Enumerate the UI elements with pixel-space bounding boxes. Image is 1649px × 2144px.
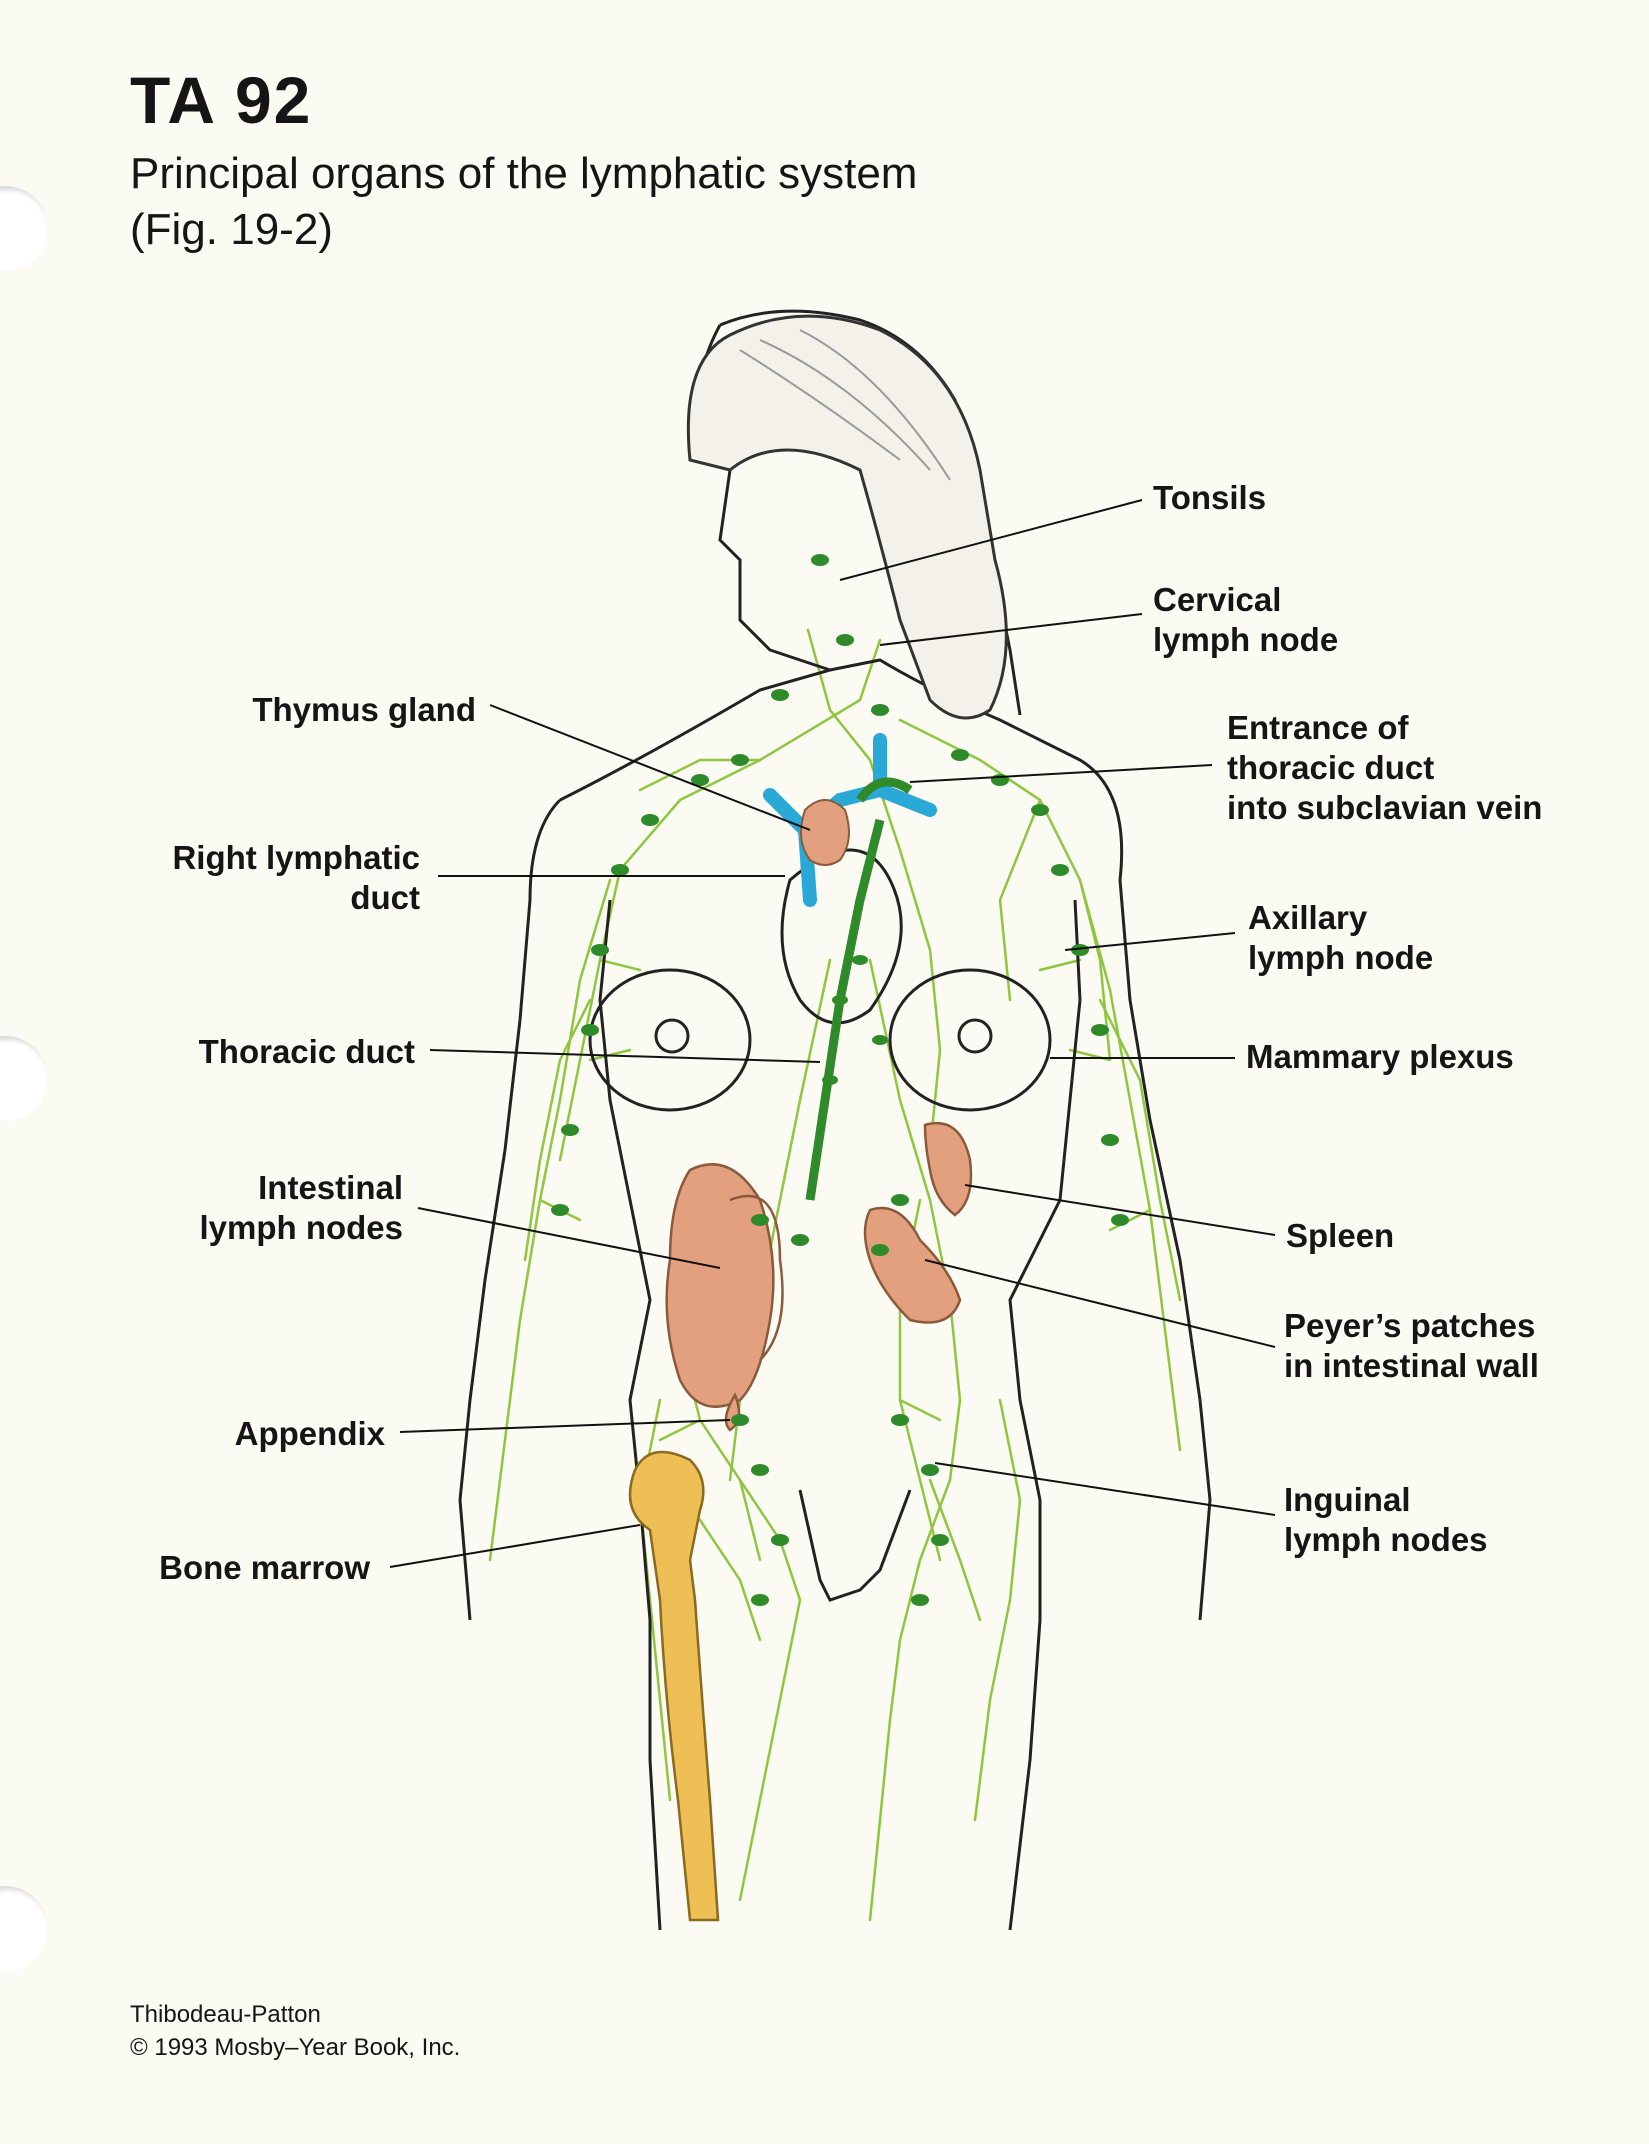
peyers-patches-intestine [863,1206,962,1324]
credit: Thibodeau-Patton © 1993 Mosby–Year Book,… [130,1998,460,2064]
label-thoracic-duct: Thoracic duct [198,1033,415,1070]
femur-bone [628,1450,720,1922]
label-inguinal-lymph-nodes: Inguinal lymph nodes [1284,1481,1488,1558]
label-tonsils: Tonsils [1153,479,1267,516]
label-right-lymphatic-duct: Right lymphatic duct [172,839,420,916]
label-spleen: Spleen [1286,1217,1395,1254]
intestines [665,1163,784,1432]
figure-title-line-1: Principal organs of the lymphatic system [130,149,918,198]
label-thymus-gland: Thymus gland [252,691,476,728]
lymph-nodes [551,554,1129,1606]
label-entrance-thoracic-duct: Entrance of thoracic duct into subclavia… [1227,709,1543,826]
credit-copyright: © 1993 Mosby–Year Book, Inc. [130,2034,461,2061]
thoracic-duct-arch [856,777,913,803]
credit-author: Thibodeau-Patton [130,2001,321,2028]
body-outline [458,309,1212,1931]
thymus-gland [800,799,850,866]
figure-title-line-2: (Fig. 19-2) [130,205,333,254]
label-axillary-lymph-node: Axillary lymph node [1248,899,1434,976]
label-cervical-lymph-node: Cervical lymph node [1153,581,1339,658]
label-intestinal-lymph-nodes: Intestinal lymph nodes [199,1169,403,1246]
label-mammary-plexus: Mammary plexus [1246,1038,1514,1075]
spleen [923,1122,973,1217]
hair [686,314,1008,720]
figure-number: TA 92 [130,63,313,137]
label-peyers-patches: Peyer’s patches in intestinal wall [1284,1307,1539,1384]
label-appendix: Appendix [234,1415,385,1452]
figure-title: Principal organs of the lymphatic system… [130,146,917,258]
leader-lines [389,499,1276,1568]
label-bone-marrow: Bone marrow [159,1549,370,1586]
